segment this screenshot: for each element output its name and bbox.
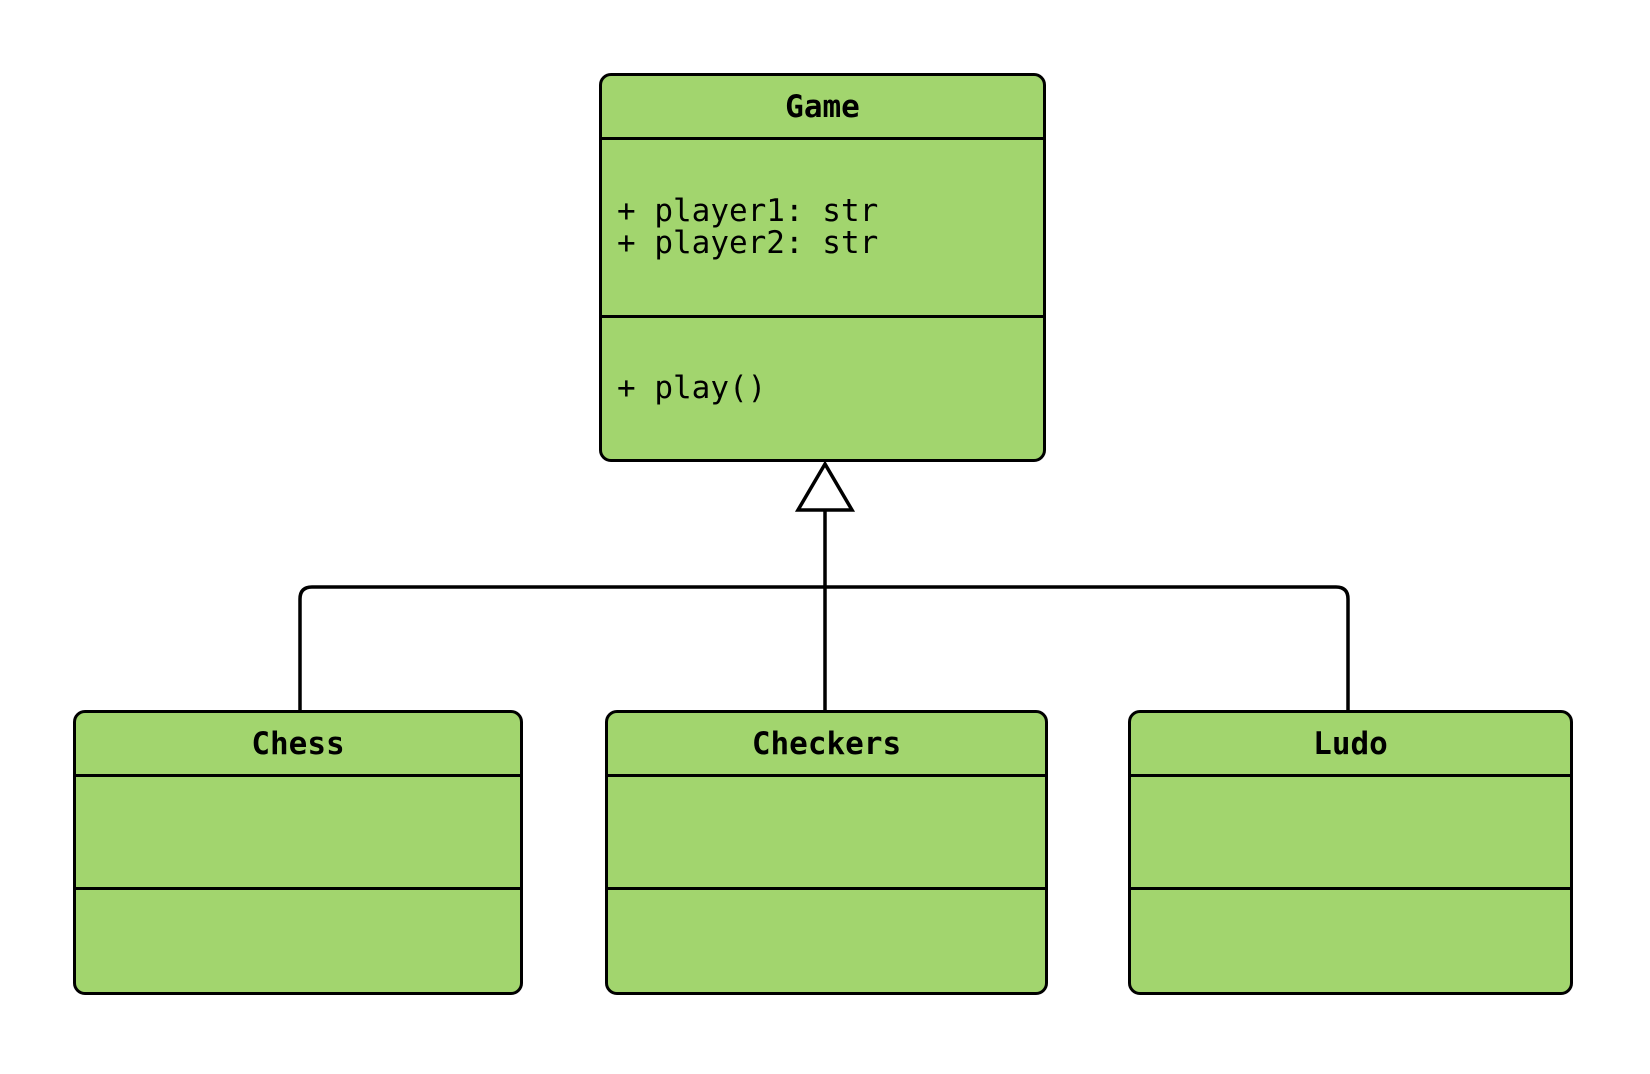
class-methods — [1131, 886, 1570, 993]
method-line: + play() — [617, 370, 767, 407]
class-box-chess: Chess — [73, 710, 523, 995]
class-box-ludo: Ludo — [1128, 710, 1573, 995]
class-attributes — [608, 774, 1045, 887]
attribute-line: + player2: str — [617, 225, 879, 262]
class-title: Game — [785, 88, 860, 125]
class-attributes: + player1: str + player2: str — [602, 137, 1043, 315]
class-attributes — [1131, 774, 1570, 887]
class-methods — [608, 886, 1045, 993]
class-methods: + play() — [602, 314, 1043, 460]
class-attributes — [76, 774, 520, 887]
class-title: Chess — [251, 725, 345, 762]
class-box-checkers: Checkers — [605, 710, 1048, 995]
class-box-game: Game + player1: str + player2: str + pla… — [599, 73, 1046, 462]
attribute-line: + player1: str — [617, 193, 879, 230]
class-title: Ludo — [1313, 725, 1388, 762]
class-methods — [76, 886, 520, 993]
inheritance-triangle-icon — [794, 460, 856, 512]
class-title: Checkers — [751, 725, 902, 762]
